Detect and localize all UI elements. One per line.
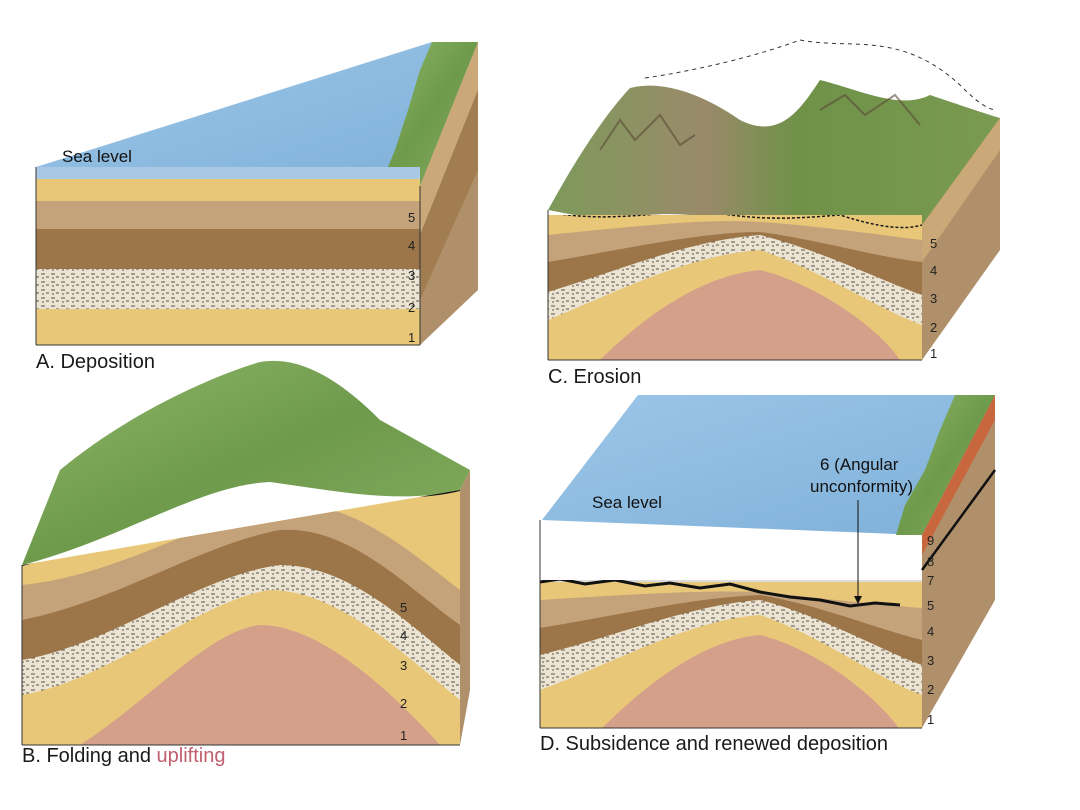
layer-4-light-brown [36, 201, 420, 229]
panel-a: Sea level 5 4 3 2 1 A. Deposition [35, 42, 478, 373]
panel-b-side-face [460, 470, 470, 745]
panel-b-layer-3-number: 3 [400, 658, 407, 673]
panel-a-front-layers [36, 167, 420, 345]
panel-d-sea-level-label: Sea level [592, 493, 662, 512]
panel-c-layer-2-number: 2 [930, 320, 937, 335]
panel-a-layer-4-number: 4 [408, 238, 415, 253]
panel-b-layer-5-number: 5 [400, 600, 407, 615]
panel-c-layer-3-number: 3 [930, 291, 937, 306]
panel-a-layer-5-number: 5 [408, 210, 415, 225]
panel-b: 5 4 3 2 1 B. Folding and uplifting [21, 360, 470, 767]
panel-d-layer-7-number: 7 [927, 573, 934, 588]
panel-b-caption-main: B. Folding and [22, 745, 157, 767]
panel-c-side-face [922, 118, 1000, 360]
panel-a-layer-3-number: 3 [408, 268, 415, 283]
panel-d: Sea level 6 (Angular unconformity) 9 8 7… [539, 395, 997, 755]
panel-d-layer-8-number: 8 [927, 554, 934, 569]
layer-3-limestone [36, 269, 420, 309]
panel-d-coast-land [896, 395, 995, 535]
panel-d-side-face [922, 395, 995, 728]
panel-d-layer-1-number: 1 [927, 712, 934, 727]
panel-b-folded-layers [22, 490, 460, 745]
panel-a-coast-land [380, 42, 478, 186]
panel-b-layer-1-number: 1 [400, 728, 407, 743]
layer-8-red [540, 542, 924, 560]
panel-c-eroded-surface [548, 80, 1000, 227]
panel-a-sea-level-label: Sea level [62, 147, 132, 166]
panel-a-caption: A. Deposition [36, 351, 155, 373]
panel-c-caption: C. Erosion [548, 366, 641, 388]
panel-d-layers [540, 542, 924, 728]
layer-7-gray [540, 580, 922, 582]
panel-d-layer-9-number: 9 [927, 533, 934, 548]
panel-c-layer-1-number: 1 [930, 346, 937, 361]
panel-d-caption: D. Subsidence and renewed deposition [540, 733, 888, 755]
panel-c-layer-4-number: 4 [930, 263, 937, 278]
panel-d-layer-2-number: 2 [927, 682, 934, 697]
panel-b-caption: B. Folding and uplifting [22, 745, 225, 767]
panel-a-layer-2-number: 2 [408, 300, 415, 315]
panel-b-layer-2-number: 2 [400, 696, 407, 711]
panel-d-annotation-line1: 6 (Angular [820, 455, 899, 474]
layer-5-sandstone [36, 179, 420, 201]
panel-b-mountain-surface [22, 360, 470, 565]
panel-d-annotation-line2: unconformity) [810, 477, 913, 496]
layer-4-dark-brown [36, 229, 420, 269]
panel-b-layer-4-number: 4 [400, 628, 407, 643]
layer-1-sandstone [36, 309, 420, 345]
panel-a-sea-surface [36, 42, 478, 186]
panel-a-layer-1-number: 1 [408, 330, 415, 345]
panel-b-caption-accent: uplifting [157, 745, 226, 767]
panel-d-unconformity-line [540, 580, 901, 608]
panel-c: 5 4 3 2 1 C. Erosion [547, 39, 1000, 388]
panel-c-dashed-former-surface [644, 39, 996, 111]
panel-d-layer-3-number: 3 [927, 653, 934, 668]
panel-d-layer-5-number: 5 [927, 598, 934, 613]
panel-c-layer-5-number: 5 [930, 236, 937, 251]
panel-c-folded-layers [548, 215, 922, 360]
panel-d-layer-4-number: 4 [927, 624, 934, 639]
panel-d-sea-surface [542, 395, 995, 535]
